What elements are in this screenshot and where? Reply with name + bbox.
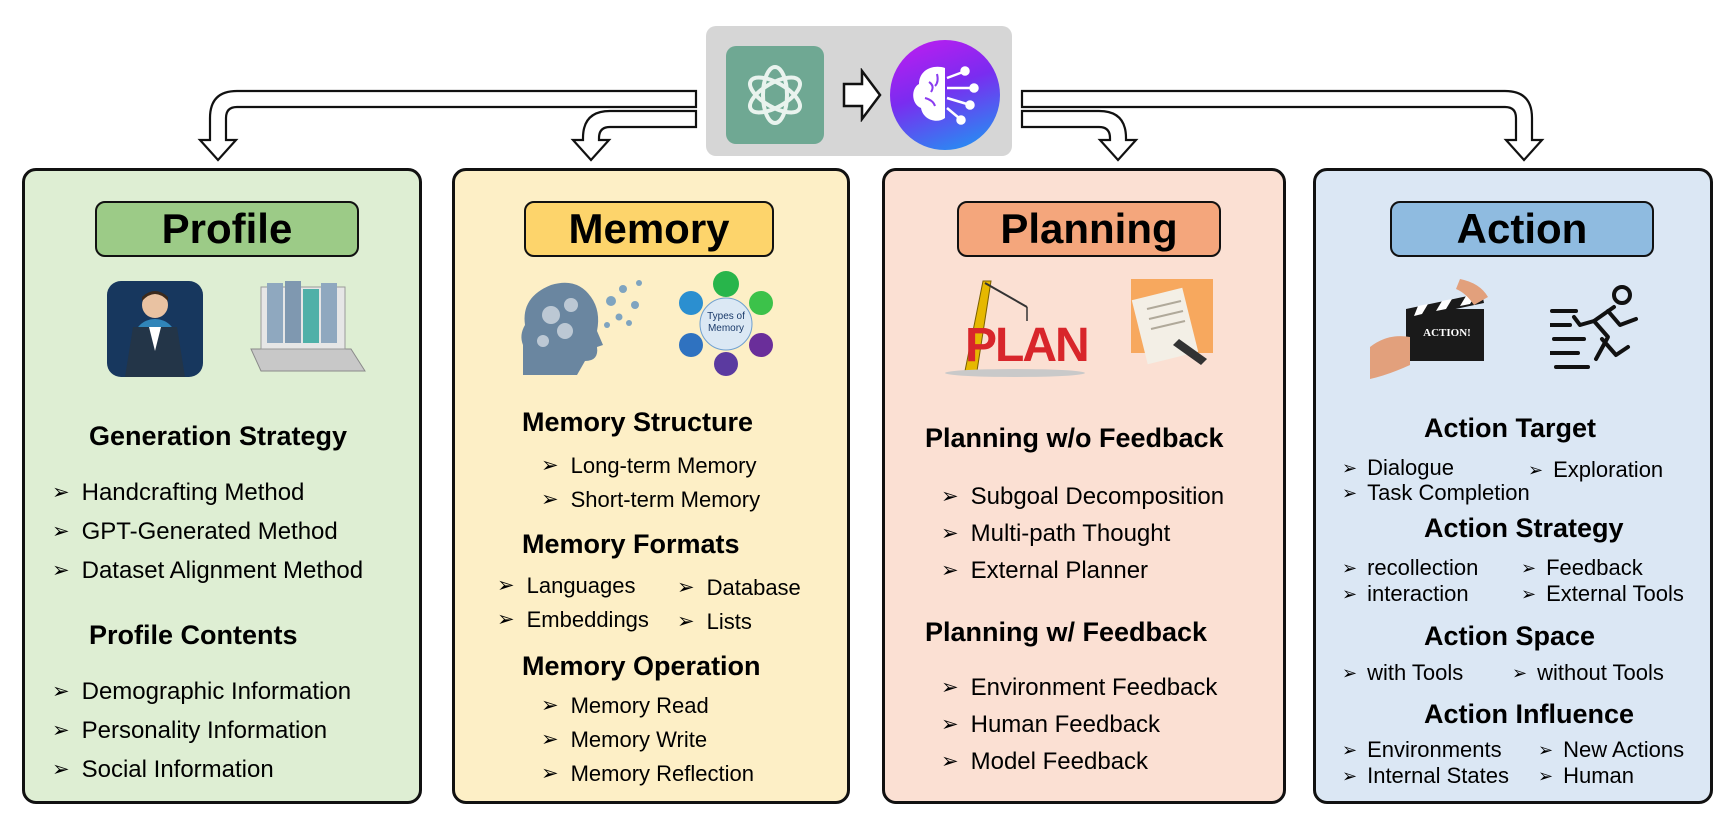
memory-structure-heading: Memory Structure [522,407,754,437]
paper-pencil-icon [1131,279,1213,365]
arrow-to-planning [1020,109,1139,162]
clapperboard-text: ACTION! [1423,327,1471,339]
list-item: recollection [1342,555,1478,581]
list-item: Human [1538,763,1634,789]
planning-title: Planning [957,201,1221,257]
list-item: Memory Read [541,693,709,719]
clapperboard-icon: ACTION! [1370,279,1488,381]
ai-brain-icon [890,40,1000,150]
list-item: Multi-path Thought [941,520,1171,548]
right-arrow-icon [842,68,882,122]
list-item: Human Feedback [941,711,1160,739]
list-item: GPT-Generated Method [52,518,338,546]
gear-head-icon [521,280,642,375]
list-item: Feedback [1521,555,1643,581]
memory-formats-heading: Memory Formats [522,529,740,559]
plan-crane-icon: PLAN [935,277,1090,377]
action-strategy-heading: Action Strategy [1424,513,1624,543]
action-title: Action [1390,201,1654,257]
list-item: Exploration [1528,457,1663,483]
list-item: External Planner [941,557,1148,585]
memory-operation-heading: Memory Operation [522,651,761,681]
list-item: Subgoal Decomposition [941,483,1225,511]
list-item: Handcrafting Method [52,479,305,507]
memory-title: Memory [524,201,774,257]
list-item: interaction [1342,581,1469,607]
list-item: Memory Reflection [541,761,754,787]
list-item: without Tools [1512,660,1664,686]
planning-panel: Planning PLAN Planning w/o Feedback Subg… [882,168,1286,804]
profile-title: Profile [95,201,359,257]
memory-diagram-label: Types of Memory [707,311,745,334]
openai-logo-icon [726,46,824,144]
list-item: Dialogue [1342,455,1454,481]
profile-contents-heading: Profile Contents [89,620,298,650]
list-item: Task Completion [1342,480,1530,506]
list-item: Database [677,575,801,601]
list-item: Environments [1342,737,1502,763]
list-item: Dataset Alignment Method [52,557,364,585]
action-space-heading: Action Space [1424,621,1596,651]
profile-panel: Profile Generation Strategy Handcrafting… [22,168,422,804]
plan-sign-text: PLAN [965,319,1090,372]
list-item: Internal States [1342,763,1509,789]
list-item: Short-term Memory [541,487,760,513]
list-item: with Tools [1342,660,1463,686]
memory-panel: Memory Types of Memory Memory Structure … [452,168,850,804]
list-item: Long-term Memory [541,453,757,479]
list-item: Model Feedback [941,748,1148,776]
arrow-to-action [1020,89,1545,162]
arrow-to-profile [197,89,698,162]
businessman-icon [107,281,203,377]
list-item: Demographic Information [52,678,351,706]
action-influence-heading: Action Influence [1424,699,1635,729]
arrow-to-memory [570,109,698,162]
list-item: Embeddings [497,607,649,633]
action-panel: Action ACTION! Action Target Dialogue Ex… [1313,168,1713,804]
list-item: Environment Feedback [941,674,1218,702]
planning-without-feedback-heading: Planning w/o Feedback [925,423,1224,453]
action-target-heading: Action Target [1424,413,1597,443]
llm-hub [706,26,1012,156]
generation-strategy-heading: Generation Strategy [89,421,348,451]
list-item: Lists [677,609,752,635]
running-man-icon [1550,285,1638,369]
memory-types-diagram-icon: Types of Memory [673,271,779,377]
list-item: Personality Information [52,717,327,745]
list-item: Memory Write [541,727,708,753]
list-item: New Actions [1538,737,1684,763]
laptop-binders-icon [250,281,366,372]
list-item: Social Information [52,756,274,784]
list-item: Languages [497,573,636,599]
planning-with-feedback-heading: Planning w/ Feedback [925,617,1208,647]
list-item: External Tools [1521,581,1684,607]
